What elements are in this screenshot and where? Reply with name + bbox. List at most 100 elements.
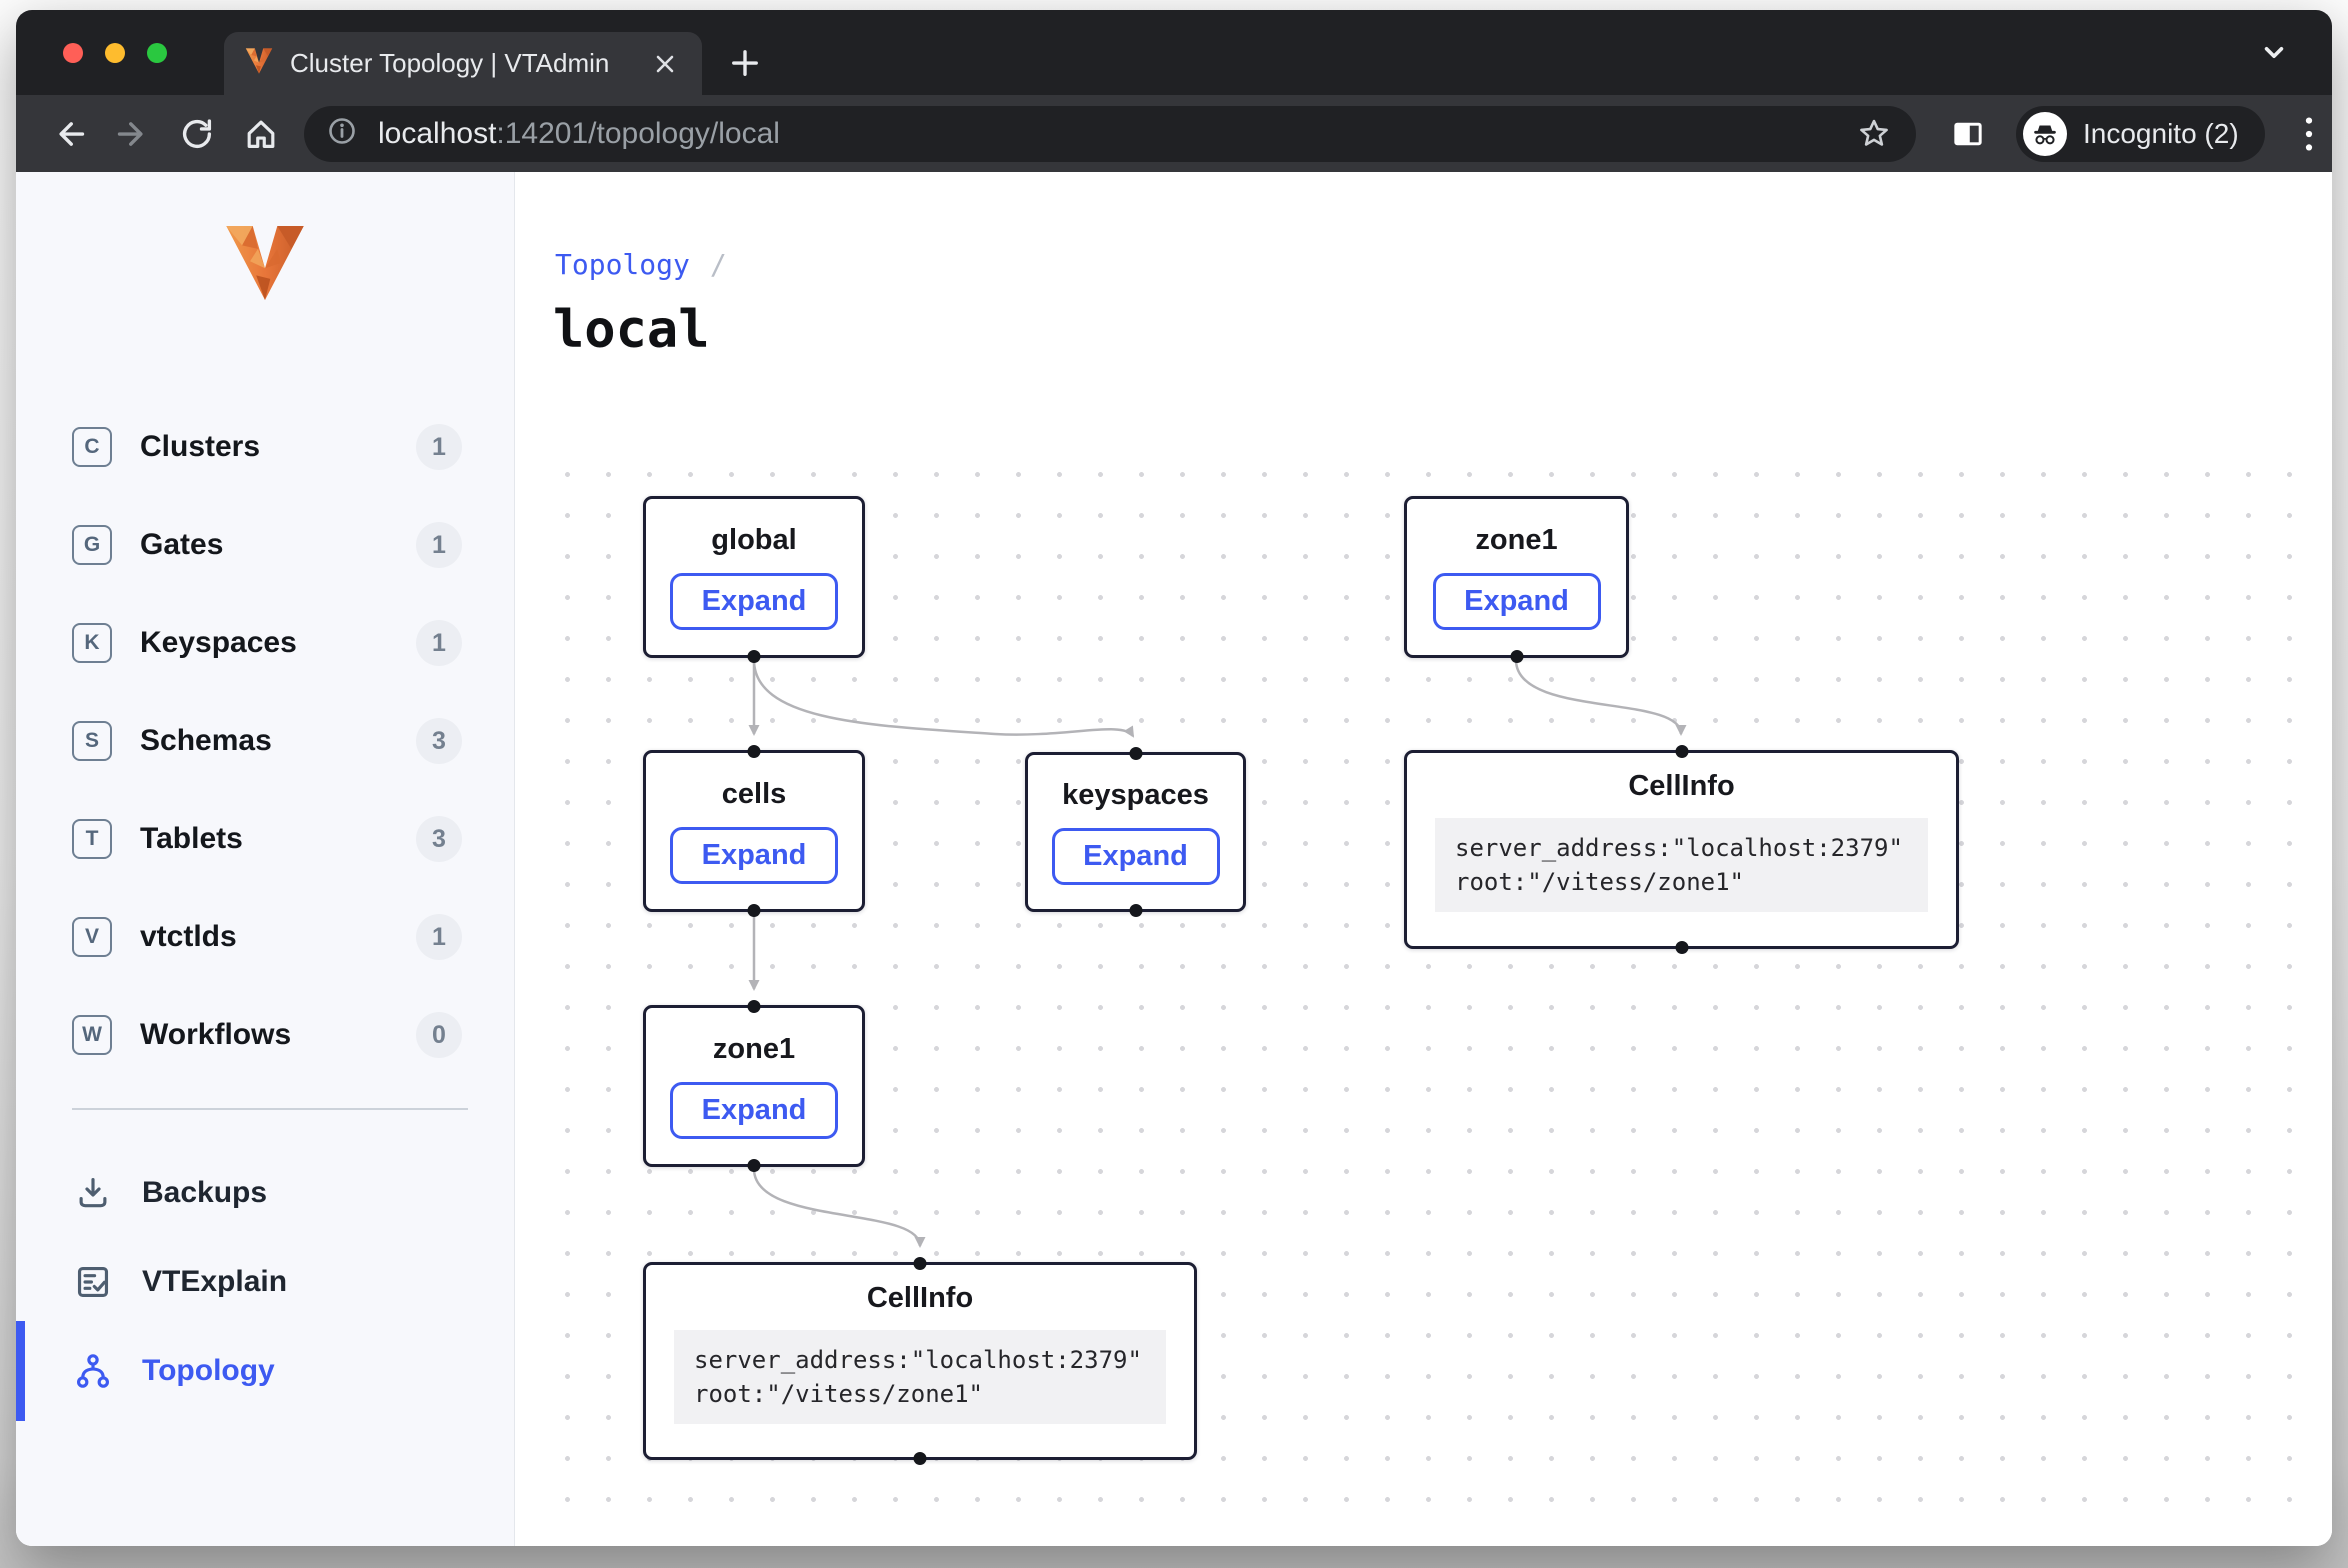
node-port xyxy=(1675,941,1688,954)
count-badge: 3 xyxy=(416,718,462,764)
node-title: cells xyxy=(721,778,787,810)
graph-node-cells[interactable]: cells Expand xyxy=(643,745,865,917)
node-port xyxy=(1129,904,1142,917)
graph-node-zone1-global[interactable]: zone1 Expand xyxy=(1404,496,1629,663)
graph-node-global[interactable]: global Expand xyxy=(643,496,865,663)
sidebar-item-label: Workflows xyxy=(140,1018,292,1051)
edge-zone1-cellinfo xyxy=(1514,659,1687,736)
browser-tab[interactable]: Cluster Topology | VTAdmin xyxy=(224,32,702,95)
node-port xyxy=(1129,747,1142,760)
node-port xyxy=(1510,650,1523,663)
browser-window: Cluster Topology | VTAdmin xyxy=(16,10,2332,1546)
reload-button[interactable] xyxy=(168,105,226,163)
expand-button[interactable]: Expand xyxy=(1051,828,1220,885)
sidebar-item-label: Keyspaces xyxy=(140,626,297,659)
sidebar-item-tablets[interactable]: T Tablets 3 xyxy=(72,815,462,863)
sidebar-nav: C Clusters 1 G Gates 1 K Keyspaces 1 S S… xyxy=(16,423,514,1059)
sidebar-item-clusters[interactable]: C Clusters 1 xyxy=(72,423,462,471)
minimize-window-button[interactable] xyxy=(105,42,125,63)
zoom-window-button[interactable] xyxy=(147,42,167,63)
breadcrumb-topology-link[interactable]: Topology xyxy=(555,248,690,281)
expand-button[interactable]: Expand xyxy=(1432,573,1601,630)
site-info-icon[interactable] xyxy=(326,115,358,152)
count-badge: 1 xyxy=(416,522,462,568)
sidebar-item-backups[interactable]: Backups xyxy=(72,1169,458,1217)
node-port xyxy=(747,1000,761,1013)
count-badge: 0 xyxy=(416,1012,462,1058)
sidebar-item-keyspaces[interactable]: K Keyspaces 1 xyxy=(72,619,462,667)
graph-node-zone1-cells[interactable]: zone1 Expand xyxy=(643,1000,865,1172)
download-icon xyxy=(72,1172,114,1214)
tab-close-icon[interactable] xyxy=(648,47,682,81)
tablets-icon: T xyxy=(72,819,112,859)
url-text: localhost:14201/topology/local xyxy=(378,117,780,151)
node-port xyxy=(913,1452,927,1465)
node-port xyxy=(1675,745,1688,758)
count-badge: 1 xyxy=(416,914,462,960)
breadcrumb: Topology/ xyxy=(555,248,727,281)
address-bar[interactable]: localhost:14201/topology/local xyxy=(304,105,1916,162)
sidebar-item-vtexplain[interactable]: VTExplain xyxy=(72,1258,458,1306)
incognito-badge[interactable]: Incognito (2) xyxy=(2016,105,2265,162)
graph-node-cellinfo-zone1-cells[interactable]: CellInfo server_address:"localhost:2379"… xyxy=(643,1257,1197,1465)
clusters-icon: C xyxy=(72,427,112,467)
sidebar-item-label: VTExplain xyxy=(142,1265,288,1298)
node-title: keyspaces xyxy=(1062,779,1209,811)
graph-node-keyspaces[interactable]: keyspaces Expand xyxy=(1025,747,1246,917)
side-panel-icon[interactable] xyxy=(1942,108,1994,160)
sidebar-item-label: Tablets xyxy=(140,822,243,855)
browser-menu-icon[interactable] xyxy=(2285,106,2332,162)
sidebar-item-gates[interactable]: G Gates 1 xyxy=(72,521,462,569)
code-line: server_address:"localhost:2379" xyxy=(1455,834,1903,862)
sidebar-item-workflows[interactable]: W Workflows 0 xyxy=(72,1011,462,1059)
sidebar-item-topology[interactable]: Topology xyxy=(16,1321,458,1421)
sidebar-divider xyxy=(72,1108,468,1110)
browser-toolbar: localhost:14201/topology/local xyxy=(16,95,2332,172)
workflows-icon: W xyxy=(72,1015,112,1055)
node-port xyxy=(747,650,761,663)
tab-title: Cluster Topology | VTAdmin xyxy=(290,48,610,78)
sidebar-item-vtctlds[interactable]: V vtctlds 1 xyxy=(72,913,462,961)
home-button[interactable] xyxy=(232,105,290,163)
incognito-icon xyxy=(2023,111,2067,156)
sidebar-item-schemas[interactable]: S Schemas 3 xyxy=(72,717,462,765)
tab-strip: Cluster Topology | VTAdmin xyxy=(16,10,2332,95)
topology-graph[interactable]: global Expand zone1 Expand cells Expand xyxy=(545,472,2326,1530)
vtctlds-icon: V xyxy=(72,917,112,957)
node-title: CellInfo xyxy=(1628,770,1735,802)
sidebar-item-label: Clusters xyxy=(140,430,261,463)
page-content: C Clusters 1 G Gates 1 K Keyspaces 1 S S… xyxy=(16,172,2332,1546)
bookmark-star-icon[interactable] xyxy=(1852,112,1896,156)
sidebar: C Clusters 1 G Gates 1 K Keyspaces 1 S S… xyxy=(16,172,515,1546)
close-window-button[interactable] xyxy=(63,42,83,63)
expand-button[interactable]: Expand xyxy=(670,827,838,884)
sidebar-item-label: Gates xyxy=(140,528,224,561)
back-button[interactable] xyxy=(40,105,98,163)
gates-icon: G xyxy=(72,525,112,565)
node-port xyxy=(747,1159,761,1172)
count-badge: 1 xyxy=(416,424,462,470)
expand-button[interactable]: Expand xyxy=(670,1082,838,1139)
cellinfo-code: server_address:"localhost:2379" root:"/v… xyxy=(674,1330,1166,1425)
new-tab-button[interactable] xyxy=(716,34,774,92)
url-host: localhost xyxy=(378,116,497,150)
incognito-label: Incognito (2) xyxy=(2083,117,2239,149)
sidebar-tools: Backups VTExplain xyxy=(16,1169,514,1421)
code-line: root:"/vitess/zone1" xyxy=(694,1380,983,1409)
sidebar-item-label: vtctlds xyxy=(140,920,237,953)
tab-search-chevron-icon[interactable] xyxy=(2246,24,2302,80)
node-port xyxy=(747,745,761,758)
traffic-lights xyxy=(63,10,167,95)
count-badge: 3 xyxy=(416,816,462,862)
edge-zone1-cellinfo-bottom xyxy=(752,1168,926,1248)
forward-button[interactable] xyxy=(104,105,162,163)
graph-node-cellinfo-zone1[interactable]: CellInfo server_address:"localhost:2379"… xyxy=(1404,745,1959,954)
sidebar-item-label: Topology xyxy=(142,1354,275,1387)
sidebar-item-label: Backups xyxy=(142,1176,268,1209)
vitess-favicon xyxy=(244,47,274,80)
node-port xyxy=(747,904,761,917)
vitess-logo xyxy=(16,222,514,304)
url-path: :14201/topology/local xyxy=(496,116,780,150)
code-line: server_address:"localhost:2379" xyxy=(694,1346,1142,1374)
expand-button[interactable]: Expand xyxy=(670,573,838,630)
